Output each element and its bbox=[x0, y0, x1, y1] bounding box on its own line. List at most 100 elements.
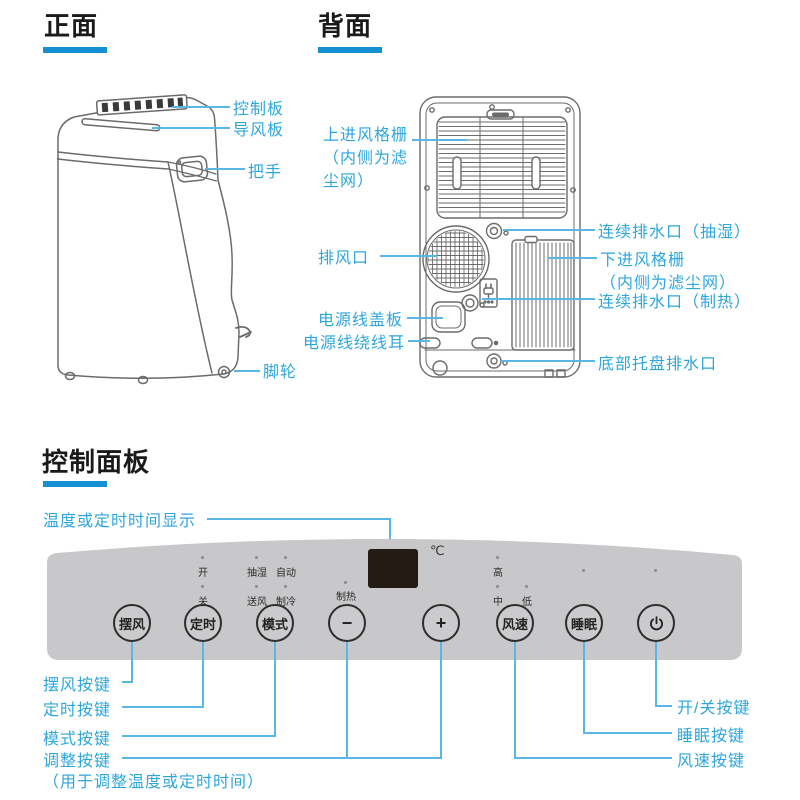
filter-slot-handle-left bbox=[452, 156, 462, 190]
back-foot bbox=[556, 369, 566, 378]
fan-speed-button: 风速 bbox=[496, 604, 534, 642]
leader-mode-h bbox=[122, 735, 276, 737]
front-casters bbox=[64, 365, 231, 385]
timer-button: 定时 bbox=[184, 604, 222, 642]
label-drain-heating: 连续排水口（制热） bbox=[598, 294, 752, 311]
label-sleep-button: 睡眠按键 bbox=[677, 728, 746, 745]
indicator-on: 开 bbox=[198, 568, 208, 579]
led-cool bbox=[284, 585, 287, 588]
leader-handle bbox=[205, 168, 245, 170]
upper-inlet-grille bbox=[436, 116, 568, 219]
top-notch bbox=[486, 109, 515, 120]
back-device-illustration bbox=[419, 96, 581, 378]
led-auto bbox=[284, 556, 287, 559]
leader-fan-speed-v bbox=[514, 642, 516, 759]
leader-upper-inlet bbox=[412, 139, 467, 141]
led-dehumidify bbox=[255, 556, 258, 559]
back-section-title: 背面 bbox=[318, 11, 373, 41]
leader-plus-v bbox=[440, 642, 442, 759]
leader-power-v bbox=[655, 642, 657, 707]
sleep-button: 睡眠 bbox=[565, 604, 603, 642]
power-icon bbox=[649, 615, 663, 630]
power-button bbox=[637, 604, 675, 642]
led-off bbox=[201, 585, 204, 588]
leader-bottom-tray-drain bbox=[502, 360, 595, 362]
led-high bbox=[496, 556, 499, 559]
label-lower-inlet-grille: 下进风格栅 （内侧为滤尘网） bbox=[600, 249, 736, 295]
leader-timer-h bbox=[122, 706, 204, 708]
label-upper-inlet-line2: （内侧为滤 bbox=[323, 150, 409, 167]
plus-button: + bbox=[422, 604, 460, 642]
temperature-display bbox=[368, 549, 418, 588]
back-foot bbox=[544, 369, 554, 378]
back-outer-shell bbox=[419, 96, 581, 378]
drain-port-dehumidify bbox=[485, 222, 509, 240]
leader-caster bbox=[234, 370, 260, 372]
celsius-unit: ℃ bbox=[430, 543, 445, 558]
label-bottom-tray-drain: 底部托盘排水口 bbox=[598, 356, 718, 373]
front-device-illustration bbox=[56, 94, 252, 385]
leader-cord-cover bbox=[407, 317, 443, 319]
leader-minus-v bbox=[346, 642, 348, 759]
handle-recess bbox=[175, 155, 209, 183]
label-upper-inlet-grille: 上进风格栅 （内侧为滤 尘网） bbox=[323, 124, 408, 193]
indicator-off: 关 bbox=[198, 597, 208, 608]
exhaust-outlet bbox=[422, 225, 490, 293]
led-low bbox=[525, 585, 528, 588]
leader-control-board bbox=[172, 106, 230, 108]
leader-adjust-h bbox=[122, 757, 442, 759]
front-body-outline bbox=[57, 96, 240, 380]
mode-button: 模式 bbox=[256, 604, 294, 642]
indicator-dehumidify: 抽湿 bbox=[247, 568, 267, 579]
panel-section-title: 控制面板 bbox=[42, 447, 151, 477]
indicator-cool: 制冷 bbox=[276, 597, 296, 608]
leader-sleep-h bbox=[583, 732, 672, 734]
leader-swing-h bbox=[122, 681, 133, 683]
indicator-mid: 中 bbox=[493, 597, 503, 608]
screws bbox=[424, 104, 576, 193]
label-power-button: 开/关按键 bbox=[677, 700, 751, 717]
control-board-louvers bbox=[95, 94, 188, 116]
label-display-callout: 温度或定时时间显示 bbox=[43, 513, 197, 530]
swing-button: 摆风 bbox=[113, 604, 151, 642]
leader-display-h bbox=[207, 518, 391, 520]
label-adjust-button: 调整按键 bbox=[43, 753, 112, 770]
back-caster bbox=[432, 360, 448, 376]
led-fan bbox=[255, 585, 258, 588]
front-title-underline bbox=[43, 47, 107, 53]
led-power bbox=[654, 569, 657, 572]
label-handle: 把手 bbox=[248, 164, 283, 181]
label-exhaust: 排风口 bbox=[318, 250, 370, 267]
label-control-board: 控制板 bbox=[233, 101, 285, 118]
leader-timer-v bbox=[202, 642, 204, 708]
led-mid bbox=[496, 585, 499, 588]
back-title-underline bbox=[318, 47, 382, 53]
label-timer-button: 定时按键 bbox=[43, 702, 112, 719]
leader-drain-heating bbox=[482, 298, 595, 300]
indicator-auto: 自动 bbox=[276, 568, 296, 579]
front-section-title: 正面 bbox=[44, 11, 99, 41]
air-deflector-slot bbox=[81, 118, 161, 132]
plug-label bbox=[479, 278, 498, 308]
leader-drain-dehumid bbox=[503, 229, 595, 231]
filter-slot-handle-right bbox=[531, 156, 541, 190]
label-lower-inlet-line1: 下进风格栅 bbox=[600, 252, 686, 269]
label-air-deflector: 导风板 bbox=[233, 122, 285, 139]
leader-swing-v bbox=[131, 642, 133, 683]
label-fan-speed-button: 风速按键 bbox=[677, 753, 746, 770]
leader-air-deflector bbox=[152, 127, 230, 129]
led-sleep bbox=[582, 569, 585, 572]
leader-sleep-v bbox=[583, 642, 585, 734]
indicator-fan: 送风 bbox=[247, 597, 267, 608]
label-mode-button: 模式按键 bbox=[43, 731, 112, 748]
power-cord bbox=[235, 325, 252, 338]
label-adjust-note: （用于调整温度或定时时间） bbox=[43, 774, 265, 791]
label-upper-inlet-line3: 尘网） bbox=[323, 173, 375, 190]
leader-mode-v bbox=[274, 642, 276, 737]
leader-power-h bbox=[655, 705, 672, 707]
indicator-low: 低 bbox=[522, 597, 532, 608]
label-swing-button: 摆风按键 bbox=[43, 677, 112, 694]
leader-lower-inlet bbox=[548, 257, 597, 259]
indicator-heat: 制热 bbox=[336, 592, 356, 603]
leader-cord-hook bbox=[408, 340, 430, 342]
